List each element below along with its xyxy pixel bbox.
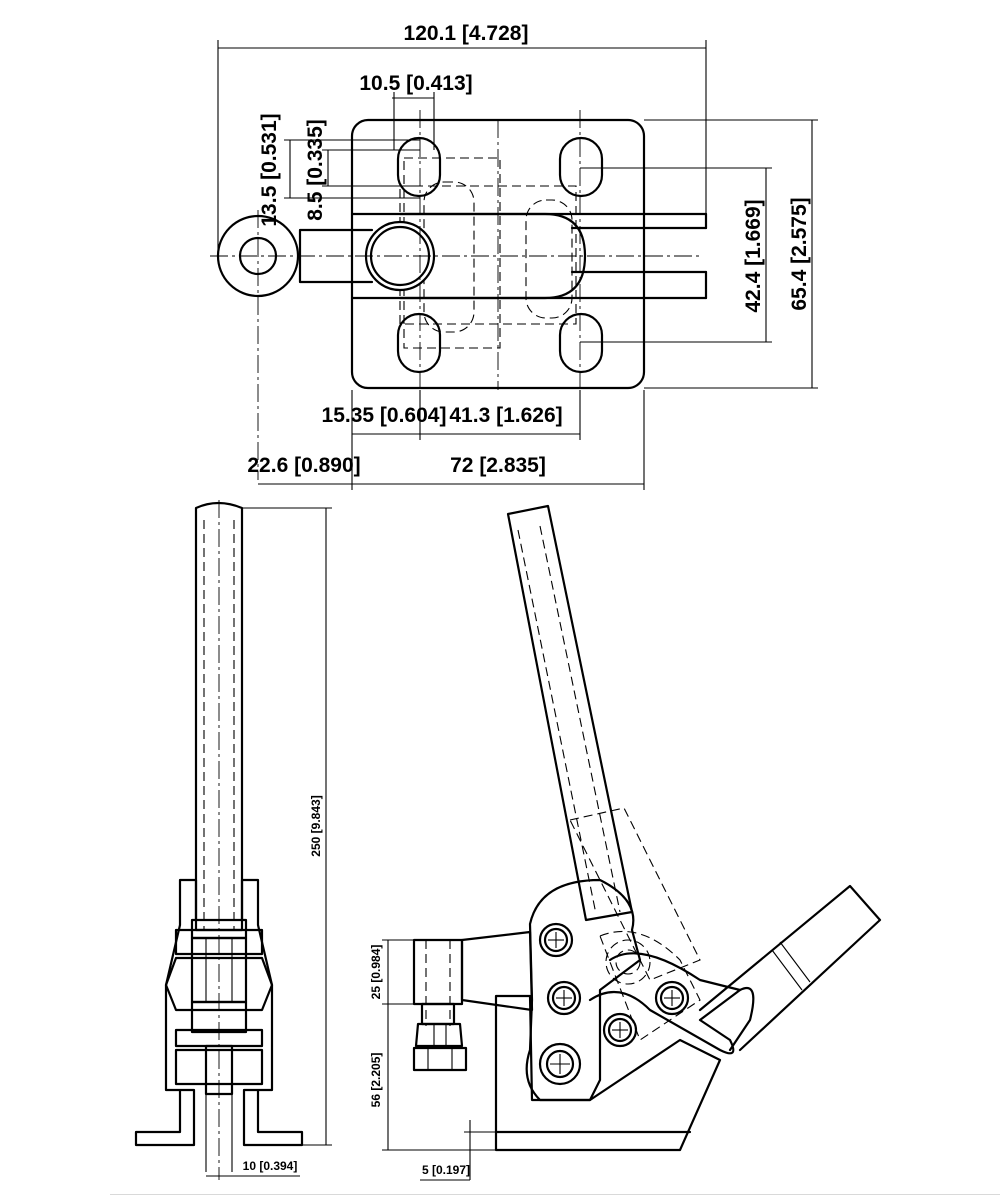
dim-spindle-height: 25 [0.984] [369,945,383,1000]
dim-base-to-spindle: 56 [2.205] [369,1053,383,1108]
dim-spindle-offset: 22.6 [0.890] [247,454,360,477]
dim-overall-width: 120.1 [4.728] [404,22,529,45]
dim-offset-15-35: 15.35 [0.604] [322,404,447,427]
footer-rule [110,1194,1000,1195]
dim-height-13-5: 13.5 [0.531] [258,113,281,226]
dim-base-height: 65.4 [2.575] [788,197,811,310]
pivot-pins [538,922,690,1086]
side-view: 25 [0.984] 56 [2.205] 5 [0.197] [369,504,882,1181]
dim-base-width: 72 [2.835] [450,454,546,477]
mounting-holes [396,136,604,374]
dim-handle-diameter: 10 [0.394] [243,1159,298,1173]
dim-hole-spacing-horizontal: 41.3 [1.626] [449,404,562,427]
dim-hole-spacing-vertical: 42.4 [1.669] [742,199,765,312]
dim-slot-width: 10.5 [0.413] [359,72,472,95]
dim-base-thickness: 5 [0.197] [422,1163,470,1177]
dim-handle-length: 250 [9.843] [309,795,323,856]
front-view: 250 [9.843] 10 [0.394] [134,500,332,1180]
top-view: 120.1 [4.728] 10.5 [0.413] 13.5 [0.531] … [210,22,818,490]
dim-height-8-5: 8.5 [0.335] [304,119,327,221]
